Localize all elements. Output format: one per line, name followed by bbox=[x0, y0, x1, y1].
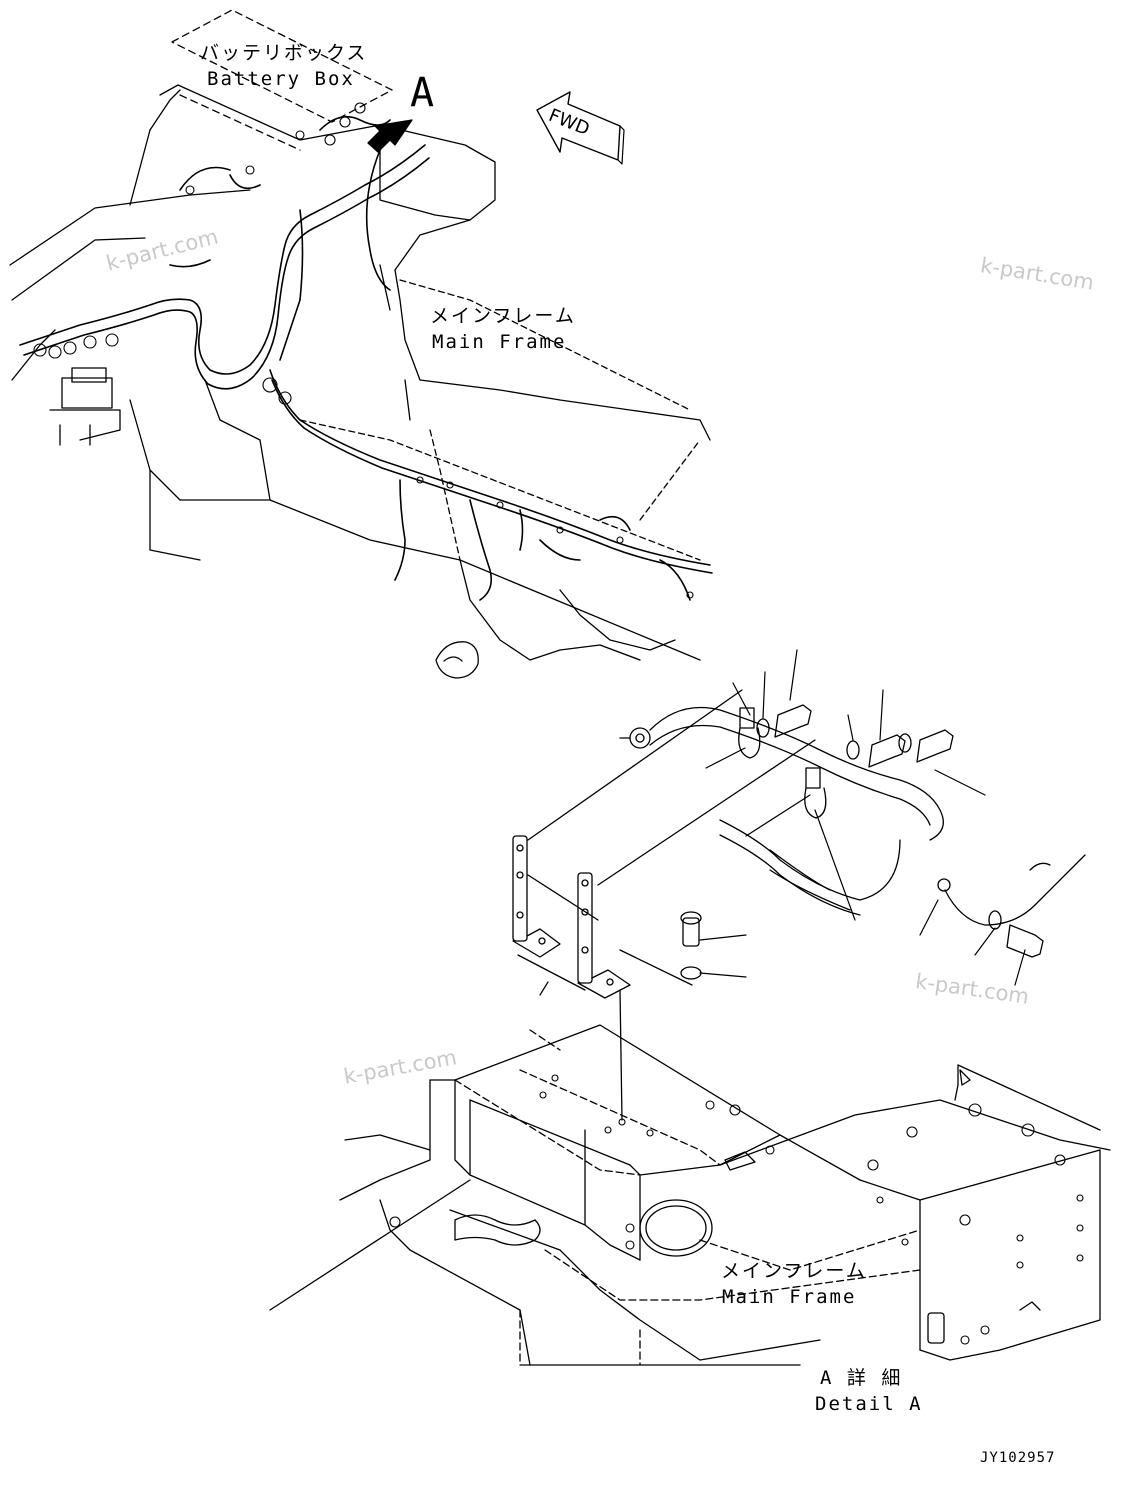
main-frame-lower-label-jp: メインフレーム bbox=[721, 1260, 867, 1282]
bracket-assembly bbox=[512, 649, 1086, 1121]
drawing-code: JY102957 bbox=[980, 1450, 1056, 1466]
detail-a-label-en: Detail A bbox=[815, 1393, 923, 1415]
upper-frame bbox=[9, 84, 711, 679]
battery-box-label-en: Battery Box bbox=[207, 68, 355, 90]
wiring-harness bbox=[19, 102, 713, 601]
callout-arrow-icon bbox=[367, 119, 413, 153]
main-frame-upper-label-jp: メインフレーム bbox=[430, 305, 576, 327]
fwd-arrow-icon bbox=[536, 91, 621, 161]
battery-box-label-jp: バッテリボックス bbox=[200, 42, 368, 64]
main-frame-upper-label-en: Main Frame bbox=[432, 331, 567, 353]
battery-box-outline bbox=[171, 9, 393, 151]
detail-a-label-jp: A 詳 細 bbox=[820, 1367, 903, 1389]
callout-a-label: A bbox=[410, 70, 435, 116]
lower-frame bbox=[269, 1024, 1111, 1366]
main-frame-lower-label-en: Main Frame bbox=[722, 1286, 857, 1308]
